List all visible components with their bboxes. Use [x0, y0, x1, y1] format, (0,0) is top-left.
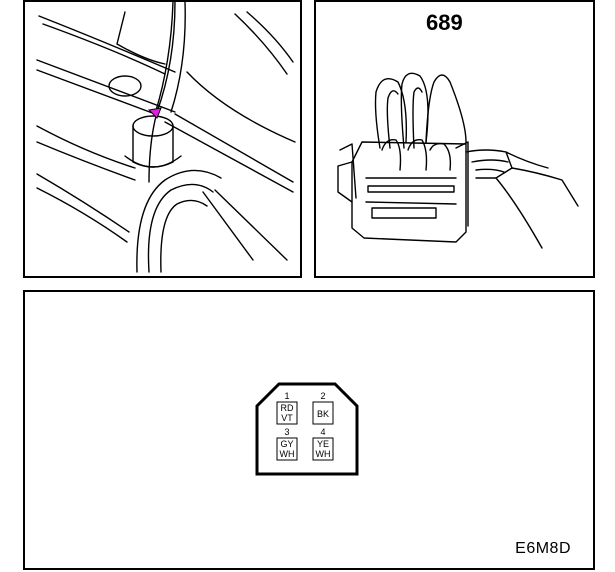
pin-2-color-line1: BK: [317, 409, 329, 419]
pin-number-4: 4: [320, 427, 325, 437]
connector-view-panel: 689: [314, 0, 595, 278]
figure-code: E6M8D: [515, 540, 571, 557]
connector-hand-drawing: [337, 72, 579, 249]
pin-4-color-line2: WH: [316, 449, 331, 459]
pin-3-color-line1: GY: [280, 439, 293, 449]
pin-3-color-line2: WH: [280, 449, 295, 459]
connector-face-icon: 1 RD VT 2 BK 3 GY WH 4 YE WH: [255, 382, 359, 476]
pin-number-1: 1: [284, 391, 289, 401]
pin-1-color-line1: RD: [281, 403, 294, 413]
vehicle-location-drawing: [36, 2, 296, 273]
pin-number-2: 2: [320, 391, 325, 401]
pin-4-color-line1: YE: [317, 439, 329, 449]
pin-assignment-panel: 1 RD VT 2 BK 3 GY WH 4 YE WH E6M8D: [23, 290, 595, 570]
pin-number-3: 3: [284, 427, 289, 437]
pin-1-color-line2: VT: [281, 413, 293, 423]
location-marker: [147, 107, 162, 119]
vehicle-location-panel: [23, 0, 302, 278]
connector-id: 689: [426, 10, 463, 35]
